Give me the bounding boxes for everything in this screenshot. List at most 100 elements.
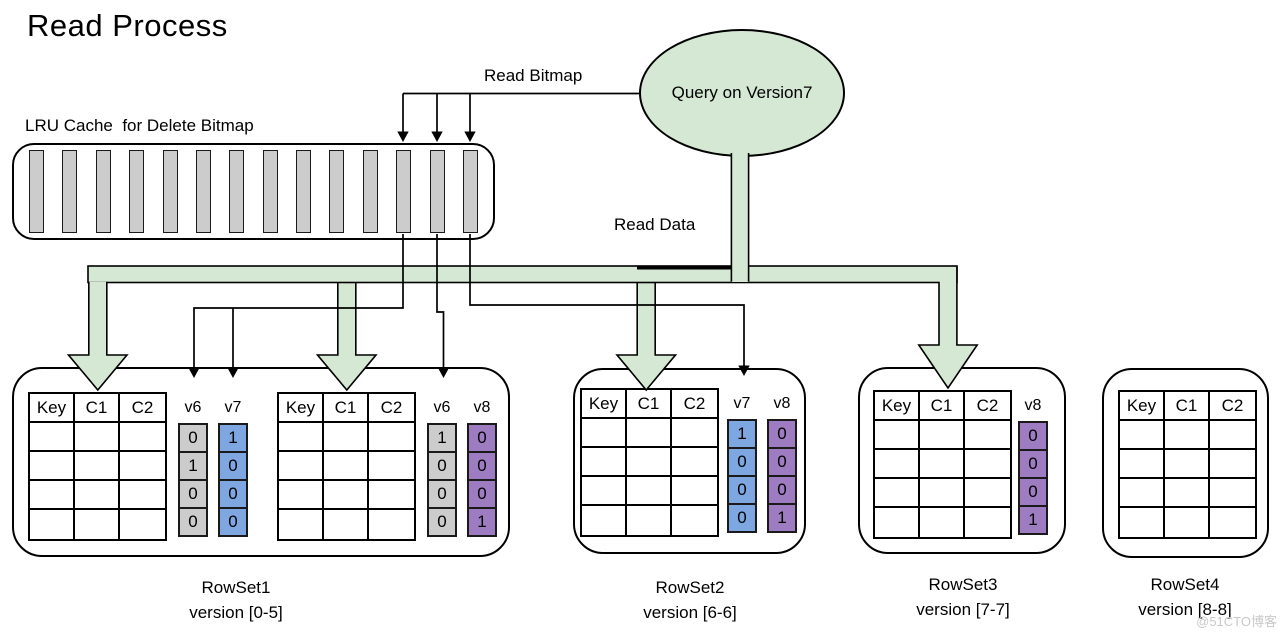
table-cell: [369, 481, 414, 510]
bitmap-version-label: v6: [184, 399, 202, 416]
lru-cache-box: [12, 143, 495, 240]
table-cell: [324, 510, 369, 539]
bitmap-version-label: v8: [473, 399, 491, 416]
table-cell: [369, 452, 414, 481]
bitmap-cell: 0: [767, 475, 797, 505]
table-cell: [1210, 479, 1255, 508]
bitmap-version-label: v8: [1024, 397, 1042, 414]
table-cell: [279, 481, 324, 510]
table-cell: [1120, 421, 1165, 450]
bitmap-cell: 0: [1018, 421, 1048, 451]
bitmap-cell: 0: [467, 423, 497, 453]
table-header-cell: C2: [120, 394, 165, 423]
table-cell: [1165, 450, 1210, 479]
table-cell: [672, 419, 717, 448]
table-cell: [120, 481, 165, 510]
table-cell: [1165, 479, 1210, 508]
table-cell: [1120, 479, 1165, 508]
table-cell: [120, 423, 165, 452]
table-cell: [965, 508, 1010, 537]
bitmap-cell: 0: [178, 507, 208, 537]
table-cell: [75, 423, 120, 452]
table-cell: [672, 448, 717, 477]
table-cell: [965, 450, 1010, 479]
rowset-name: RowSet4: [1150, 575, 1220, 594]
table-cell: [1165, 508, 1210, 537]
table-cell: [627, 448, 672, 477]
lru-cache-slot: [29, 150, 44, 233]
table-cell: [1210, 450, 1255, 479]
bitmap-cell: 0: [427, 507, 457, 537]
bitmap-version-label: v7: [733, 395, 751, 412]
bitmap-cell: 0: [727, 503, 757, 533]
table-cell: [582, 477, 627, 506]
table-header-cell: Key: [1120, 392, 1165, 421]
bitmap-cell: 0: [1018, 449, 1048, 479]
table-cell: [324, 481, 369, 510]
table-cell: [1165, 421, 1210, 450]
rowset-name: RowSet1: [201, 578, 271, 597]
table-header-cell: C1: [920, 392, 965, 421]
table-header-cell: Key: [582, 390, 627, 419]
table-cell: [875, 421, 920, 450]
table-header-cell: Key: [279, 394, 324, 423]
table-header-cell: Key: [30, 394, 75, 423]
table-header-cell: C2: [1210, 392, 1255, 421]
table-cell: [875, 450, 920, 479]
table-cell: [627, 419, 672, 448]
table-cell: [582, 506, 627, 535]
bitmap-cell: 1: [767, 503, 797, 533]
table-header-cell: C1: [1165, 392, 1210, 421]
table-header-cell: C2: [369, 394, 414, 423]
table-cell: [279, 423, 324, 452]
table-cell: [627, 477, 672, 506]
query-node: Query on Version7: [639, 29, 845, 157]
lru-cache-slot: [396, 150, 412, 233]
table-cell: [875, 508, 920, 537]
bitmap-cell: 1: [218, 423, 248, 453]
rowset-version: version [6-6]: [643, 603, 737, 622]
page-title: Read Process: [27, 8, 228, 43]
table-header-cell: C1: [324, 394, 369, 423]
bitmap-version-label: v7: [224, 399, 242, 416]
table-cell: [582, 419, 627, 448]
table-cell: [920, 450, 965, 479]
bitmap-cell: 0: [427, 451, 457, 481]
lru-cache-slot: [62, 150, 78, 233]
table-cell: [627, 506, 672, 535]
lru-cache-slot: [429, 150, 445, 233]
table-cell: [30, 423, 75, 452]
table-cell: [324, 452, 369, 481]
bitmap-cell: 1: [727, 419, 757, 449]
green-trunk: [731, 151, 749, 282]
bitmap-cell: 1: [178, 451, 208, 481]
bitmap-cell: 0: [218, 451, 248, 481]
table-header-cell: C2: [672, 390, 717, 419]
bitmap-cell: 0: [467, 479, 497, 509]
table-cell: [875, 479, 920, 508]
table-cell: [582, 448, 627, 477]
table-cell: [120, 510, 165, 539]
table-cell: [369, 423, 414, 452]
lru-cache-slot: [195, 150, 211, 233]
table-header-cell: C2: [965, 392, 1010, 421]
green-band: [87, 265, 958, 284]
bitmap-version-label: v8: [773, 395, 791, 412]
table-cell: [920, 479, 965, 508]
bitmap-cell: 0: [178, 423, 208, 453]
bitmap-cell: 0: [1018, 477, 1048, 507]
bitmap-cell: 0: [178, 479, 208, 509]
